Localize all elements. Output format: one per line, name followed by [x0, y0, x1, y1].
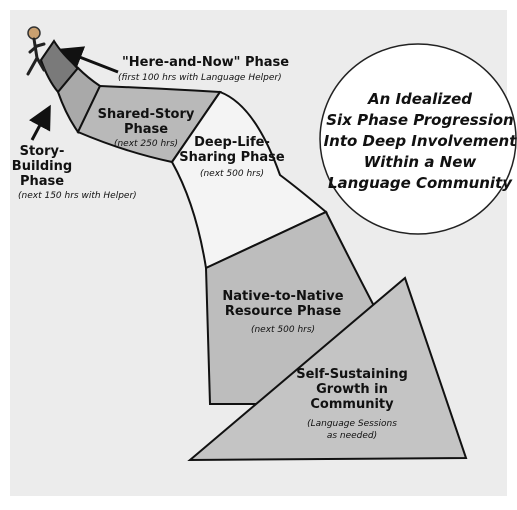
self-sustaining-title-3: Community [310, 397, 394, 412]
shared-story-title-1: Shared-Story [98, 107, 195, 122]
deep-life-note: (next 500 hrs) [200, 169, 264, 179]
story-building-title-1: Story- [20, 144, 65, 159]
story-building-title-2: Building [12, 159, 72, 174]
self-sustaining-title-1: Self-Sustaining [296, 367, 408, 382]
callout-line-3: Into Deep Involvement [324, 132, 517, 150]
callout-line-5: Language Community [328, 174, 513, 192]
self-sustaining-note-2: as needed) [327, 431, 377, 441]
callout-line-2: Six Phase Progression [326, 111, 514, 129]
self-sustaining-note-1: (Language Sessions [307, 419, 397, 429]
deep-life-title-2: Sharing Phase [179, 150, 285, 165]
native-resource-note: (next 500 hrs) [251, 325, 315, 335]
story-building-note: (next 150 hrs with Helper) [18, 191, 137, 201]
native-resource-title-2: Resource Phase [225, 304, 342, 319]
shared-story-note: (next 250 hrs) [114, 139, 178, 149]
native-resource-title-1: Native-to-Native [222, 289, 343, 304]
here-and-now-note: (first 100 hrs with Language Helper) [118, 73, 282, 83]
shared-story-title-2: Phase [124, 122, 168, 137]
deep-life-title-1: Deep-Life- [194, 135, 270, 150]
here-and-now-title: "Here-and-Now" Phase [122, 55, 289, 70]
callout-line-4: Within a New [364, 153, 477, 171]
self-sustaining-title-2: Growth in [316, 382, 388, 397]
callout-line-1: An Idealized [367, 90, 472, 108]
story-building-title-3: Phase [20, 174, 64, 189]
